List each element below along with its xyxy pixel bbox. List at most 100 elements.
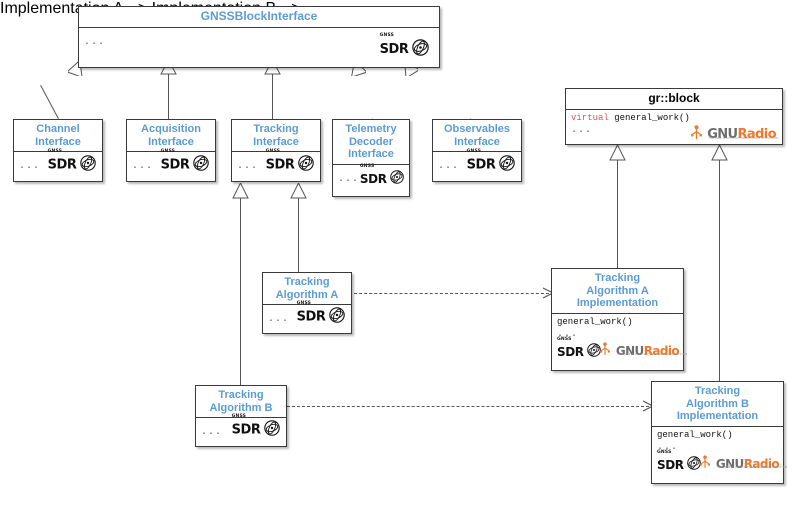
gnss-sdr-logo-topword: GNSS bbox=[359, 163, 375, 169]
method-name: general_work() bbox=[614, 112, 690, 123]
node-title: Acquisition Interface bbox=[127, 120, 215, 151]
generalization-line-acquisition bbox=[168, 74, 169, 120]
node-tracking-algorithm-b[interactable]: Tracking Algorithm B ... GNSS SDR bbox=[195, 385, 287, 447]
node-gr-block[interactable]: gr::block virtual general_work() ... bbox=[565, 88, 783, 145]
gnss-sdr-logo-topword: GNSS bbox=[296, 301, 312, 307]
gnss-sdr-logo-topword: GNSS bbox=[466, 149, 482, 155]
generalization-arrowhead-impl-b bbox=[711, 143, 728, 166]
gnuradio-tagline: THE FREE & OPEN SOFTWARE RADIO ECOSYSTEM bbox=[708, 137, 779, 141]
node-title-line2: Algorithm A bbox=[275, 288, 339, 301]
gnss-sdr-logo: GNSS SDR bbox=[297, 302, 345, 327]
body-ellipsis: ... bbox=[84, 36, 106, 48]
gnss-sdr-orbit-icon bbox=[687, 456, 701, 474]
node-telemetry-decoder-interface[interactable]: Telemetry Decoder Interface ... GNSS SDR bbox=[332, 119, 410, 197]
gnss-sdr-logo: GNSS SDR bbox=[232, 415, 280, 440]
gnss-sdr-logo-word: SDR bbox=[466, 157, 496, 173]
node-title-line3: Implementation bbox=[576, 297, 659, 310]
node-title-line2: Interface bbox=[148, 135, 194, 148]
gnss-sdr-logo: GNSS SDR bbox=[265, 150, 314, 175]
gnss-sdr-logo-word: SDR bbox=[657, 457, 684, 472]
node-title: Tracking Interface bbox=[232, 120, 320, 151]
body-ellipsis: ... bbox=[571, 125, 593, 137]
node-title-line1: Tracking bbox=[218, 389, 264, 401]
compartment-divider bbox=[263, 304, 351, 306]
generalization-line-channel bbox=[40, 84, 59, 119]
node-title-line1: Acquisition bbox=[141, 123, 201, 135]
node-title: Tracking Algorithm A bbox=[263, 273, 351, 304]
node-body: ... GNSS SDR bbox=[333, 163, 409, 192]
node-tracking-interface[interactable]: Tracking Interface ... GNSS SDR bbox=[231, 119, 321, 182]
body-ellipsis: ... bbox=[237, 161, 259, 173]
gnuradio-logo: GNURadio THE FREE & OPEN SOFTWARE RADIO … bbox=[600, 342, 687, 360]
node-title-line2: Interface bbox=[35, 135, 81, 148]
gnss-sdr-logo-topword: GNSS bbox=[47, 149, 63, 155]
node-title-line2: Algorithm B bbox=[686, 397, 749, 410]
node-body: ... GNSS SDR bbox=[196, 415, 286, 444]
node-title-line2: Algorithm A bbox=[586, 284, 649, 297]
compartment-divider bbox=[127, 151, 215, 153]
method-name: general_work() bbox=[557, 316, 633, 327]
gnuradio-tagline: THE FREE & OPEN SOFTWARE RADIO ECOSYSTEM bbox=[616, 352, 688, 356]
node-channel-interface[interactable]: Channel Interface ... GNSS SDR bbox=[13, 119, 103, 182]
gnss-sdr-logo-topword: GNSS bbox=[657, 449, 672, 455]
compartment-divider bbox=[79, 26, 439, 28]
gnss-sdr-logo-topword: GNSS bbox=[557, 336, 572, 342]
node-title-line3: Interface bbox=[348, 148, 394, 161]
body-ellipsis: ... bbox=[19, 161, 41, 173]
gnuradio-radio-text: Radio bbox=[737, 127, 777, 143]
gnuradio-wordmark: GNURadio THE FREE & OPEN SOFTWARE RADIO … bbox=[716, 456, 787, 472]
node-title: Channel Interface bbox=[14, 120, 102, 151]
gnss-sdr-logo-word: SDR bbox=[265, 157, 295, 173]
node-acquisition-interface[interactable]: Acquisition Interface ... GNSS SDR bbox=[126, 119, 216, 182]
gnss-sdr-orbit-icon bbox=[499, 155, 515, 175]
body-ellipsis: ... bbox=[132, 161, 154, 173]
node-body: virtual general_work() ... GNURadio THE bbox=[566, 110, 782, 146]
node-tracking-algorithm-a-impl[interactable]: Tracking Algorithm A Implementation gene… bbox=[551, 268, 687, 371]
node-body: ... GNSS SDR bbox=[232, 150, 320, 179]
compartment-divider bbox=[196, 417, 286, 419]
gnuradio-wordmark: GNURadio THE FREE & OPEN SOFTWARE RADIO … bbox=[615, 343, 687, 359]
node-title: gr::block bbox=[648, 91, 700, 105]
generalization-line-tracking bbox=[272, 74, 273, 120]
gnss-sdr-logo-topword: GNSS bbox=[231, 414, 247, 420]
method-signature: virtual general_work() bbox=[571, 113, 777, 124]
node-tracking-algorithm-b-impl[interactable]: Tracking Algorithm B Implementation gene… bbox=[651, 381, 787, 484]
gnss-sdr-logo-topword: GNSS bbox=[379, 32, 395, 38]
node-tracking-algorithm-a[interactable]: Tracking Algorithm A ... GNSS SDR bbox=[262, 272, 352, 334]
gnuradio-radio-text: Radio bbox=[743, 456, 780, 471]
node-title: Tracking Algorithm B bbox=[196, 386, 286, 417]
compartment-divider bbox=[552, 312, 683, 314]
generalization-arrowhead-algo-b bbox=[232, 181, 249, 204]
dependency-line-algo-b bbox=[287, 406, 649, 407]
gnuradio-gnu-text: GNU bbox=[707, 127, 738, 143]
body-ellipsis: ... bbox=[268, 314, 290, 326]
gnuradio-antenna-icon bbox=[600, 342, 611, 360]
generalization-line-impl-b bbox=[719, 160, 720, 382]
node-title-line1: Channel bbox=[36, 123, 80, 135]
node-title: Tracking Algorithm A Implementation bbox=[552, 269, 683, 313]
gnuradio-logo: GNURadio THE FREE & OPEN SOFTWARE RADIO … bbox=[700, 455, 787, 473]
node-gnss-block-interface[interactable]: GNSSBlockInterface ... GNSS SDR bbox=[78, 6, 440, 68]
node-title-line1: Tracking bbox=[694, 385, 741, 397]
body-ellipsis: ... bbox=[657, 442, 679, 454]
node-observables-interface[interactable]: Observables Interface ... GNSS SDR bbox=[432, 119, 522, 182]
node-title-line1: Tracking bbox=[284, 276, 330, 288]
compartment-divider bbox=[566, 108, 782, 110]
gnss-sdr-orbit-icon bbox=[298, 155, 314, 175]
node-title-line1: Observables bbox=[443, 123, 511, 135]
gnuradio-gnu-text: GNU bbox=[615, 343, 644, 358]
gnss-sdr-logo-topword: GNSS bbox=[160, 149, 176, 155]
body-ellipsis: ... bbox=[557, 329, 579, 341]
node-title: Tracking Algorithm B Implementation bbox=[652, 382, 783, 426]
generalization-arrowhead-algo-a bbox=[290, 181, 307, 204]
gnss-sdr-orbit-icon bbox=[193, 155, 209, 175]
body-ellipsis: ... bbox=[338, 173, 360, 185]
body-ellipsis: ... bbox=[438, 161, 460, 173]
node-body: ... GNSS SDR bbox=[433, 149, 521, 179]
compartment-divider bbox=[232, 151, 320, 153]
gnuradio-wordmark: GNURadio THE FREE & OPEN SOFTWARE RADIO … bbox=[707, 126, 779, 143]
gnss-sdr-logo: GNSS SDR bbox=[380, 33, 429, 60]
gnss-sdr-logo: GNSS SDR bbox=[47, 150, 96, 175]
gnss-sdr-logo-word: SDR bbox=[47, 157, 77, 173]
